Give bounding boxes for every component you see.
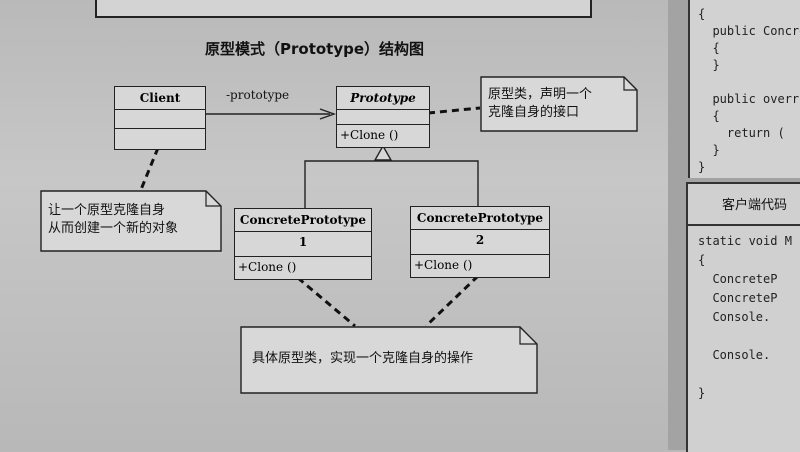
- code-top-line-1: {: [698, 7, 706, 21]
- code-top-line-2: public Concre: [698, 24, 800, 38]
- generalization-triangle: [373, 144, 393, 161]
- note-client-text: 让一个原型克隆自身 从而创建一个新的对象: [48, 202, 178, 238]
- code-top-line-8: return (: [698, 126, 785, 140]
- note-client-line-1: 让一个原型克隆自身: [48, 203, 166, 218]
- class-concrete1-method: +Clone (): [238, 260, 297, 274]
- code-top-line-10: }: [698, 160, 706, 174]
- code-top-line-6: public overr: [698, 92, 800, 106]
- note-prototype-line-1: 原型类，声明一个: [488, 87, 593, 102]
- class-concrete1-attributes: [235, 232, 371, 257]
- note-concrete: 具体原型类，实现一个克隆自身的操作: [240, 326, 538, 394]
- code-top-line-4: }: [698, 58, 720, 72]
- section-divider: [686, 224, 800, 226]
- note-concrete-line-1: 具体原型类，实现一个克隆自身的操作: [252, 351, 474, 366]
- code-top-line-3: {: [698, 41, 720, 55]
- concrete2-note-link: [424, 274, 480, 328]
- class-client-name: Client: [115, 87, 205, 110]
- code-bottom-line-3: ConcreteP: [698, 272, 778, 286]
- code-block-top: { public Concre { } public overr { retur…: [698, 6, 800, 176]
- diagram-caption: 原型模式（Prototype）结构图: [205, 40, 425, 58]
- code-bottom-line-5: Console.: [698, 310, 771, 324]
- code-bottom-line-1: static void M: [698, 234, 792, 248]
- class-concrete2-attributes: [411, 230, 549, 255]
- note-prototype-text: 原型类，声明一个 克隆自身的接口: [488, 86, 592, 122]
- client-note-link: [138, 147, 160, 193]
- note-prototype-line-2: 克隆自身的接口: [488, 105, 580, 120]
- class-client-operations: [115, 129, 205, 147]
- class-concrete2-method: +Clone (): [414, 258, 473, 272]
- note-client: 让一个原型克隆自身 从而创建一个新的对象: [40, 190, 222, 252]
- class-prototype: Prototype +Clone (): [336, 86, 430, 148]
- code-bottom-line-7: Console.: [698, 348, 771, 362]
- code-top-line-9: }: [698, 143, 720, 157]
- code-bottom-line-2: {: [698, 253, 706, 267]
- code-top-line-7: {: [698, 109, 720, 123]
- prototype-note-link: [427, 106, 481, 115]
- class-prototype-attributes: [337, 110, 429, 125]
- right-code-page-top: { public Concre { } public overr { retur…: [688, 0, 800, 178]
- note-prototype: 原型类，声明一个 克隆自身的接口: [480, 76, 638, 132]
- right-code-page-bottom: [686, 182, 800, 452]
- class-concrete-prototype-2: ConcretePrototype 2 +Clone (): [410, 206, 550, 278]
- client-code-heading: 客户端代码: [722, 198, 788, 213]
- class-concrete2-name: ConcretePrototype 2: [411, 207, 549, 247]
- class-prototype-method: +Clone (): [340, 128, 399, 142]
- concrete1-note-link: [297, 276, 356, 328]
- class-concrete1-name: ConcretePrototype 1: [235, 209, 371, 249]
- code-block-bottom: static void M { ConcreteP ConcreteP Conso…: [698, 232, 792, 403]
- class-client-attributes: [115, 110, 205, 129]
- class-client: Client: [114, 86, 206, 150]
- generalization-branches: [304, 160, 479, 208]
- code-bottom-line-4: ConcreteP: [698, 291, 778, 305]
- class-concrete-prototype-1: ConcretePrototype 1 +Clone (): [234, 208, 372, 280]
- code-bottom-line-9: }: [698, 386, 706, 400]
- previous-figure-box: [95, 0, 592, 18]
- association-label: -prototype: [226, 88, 290, 102]
- association-arrowhead: [319, 108, 337, 120]
- note-concrete-text: 具体原型类，实现一个克隆自身的操作: [252, 350, 473, 368]
- class-prototype-name: Prototype: [337, 87, 429, 110]
- note-client-line-2: 从而创建一个新的对象: [48, 221, 179, 236]
